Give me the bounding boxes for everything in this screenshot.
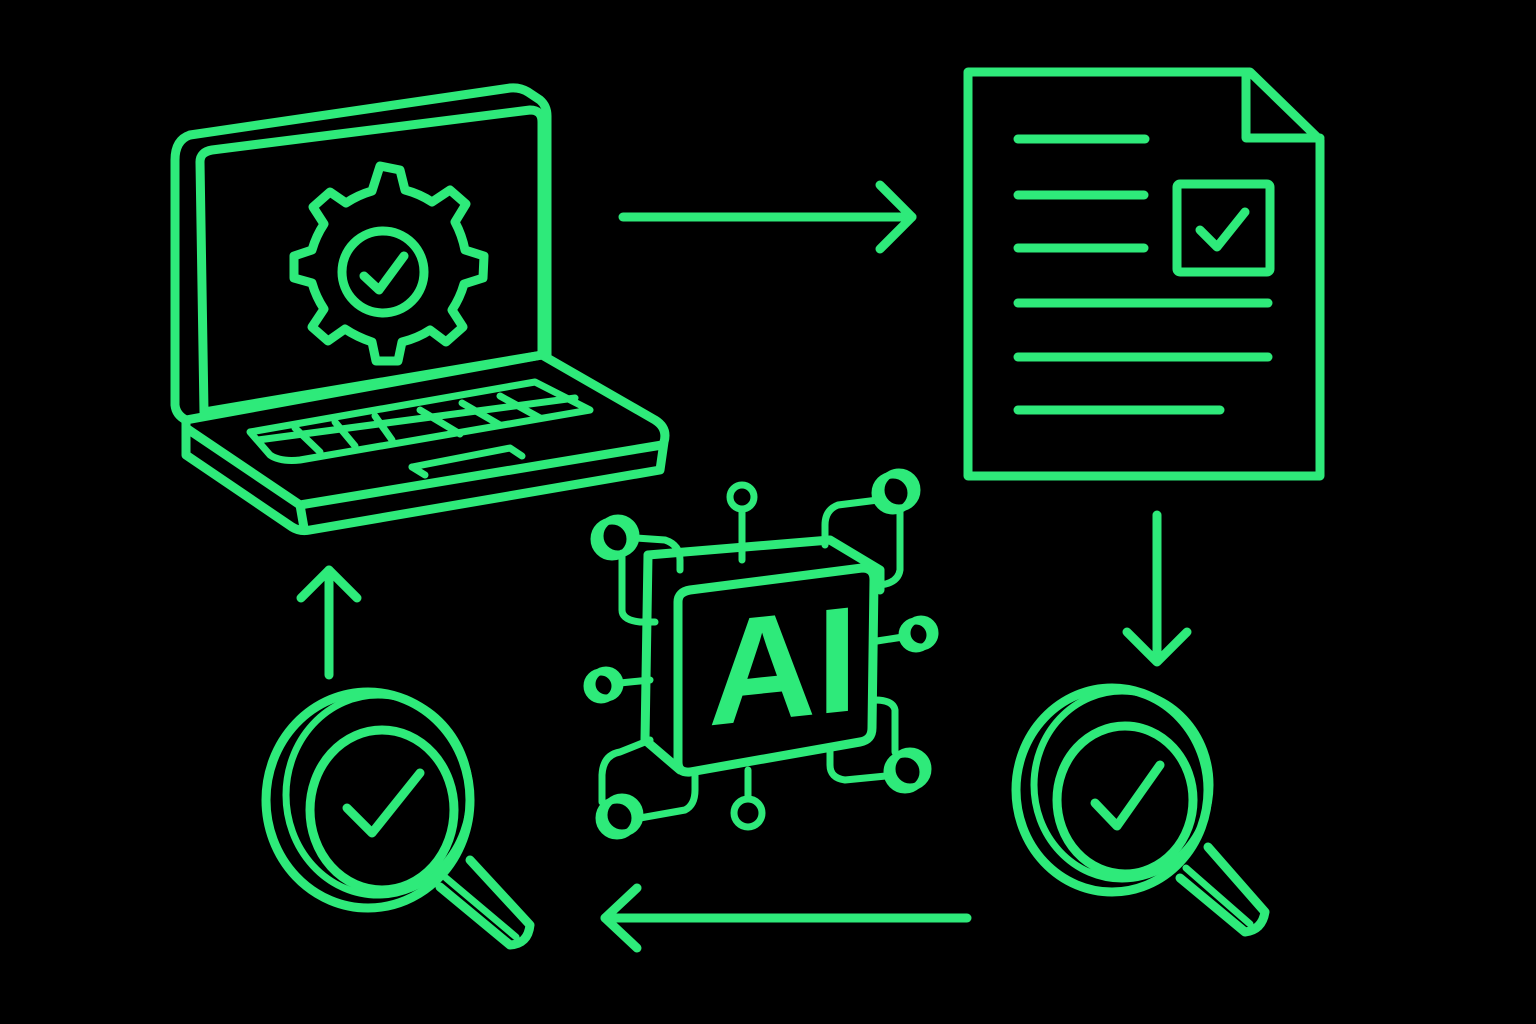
arrow-up-icon (296, 565, 362, 680)
magnifier-check-icon-left (261, 687, 535, 950)
arrow-left-icon (600, 883, 972, 953)
document-with-checkbox-icon (963, 67, 1325, 481)
gear-icon (289, 161, 489, 366)
magnifier-check-icon-right (1011, 683, 1270, 937)
arrow-right-icon (618, 180, 917, 254)
checkbox-check-icon (1172, 179, 1275, 277)
arrow-down-icon (1122, 510, 1192, 667)
laptop-with-gear-check-icon (170, 83, 670, 536)
ai-chip-label: AI (708, 574, 858, 757)
ai-chip-icon: AI (583, 468, 939, 840)
